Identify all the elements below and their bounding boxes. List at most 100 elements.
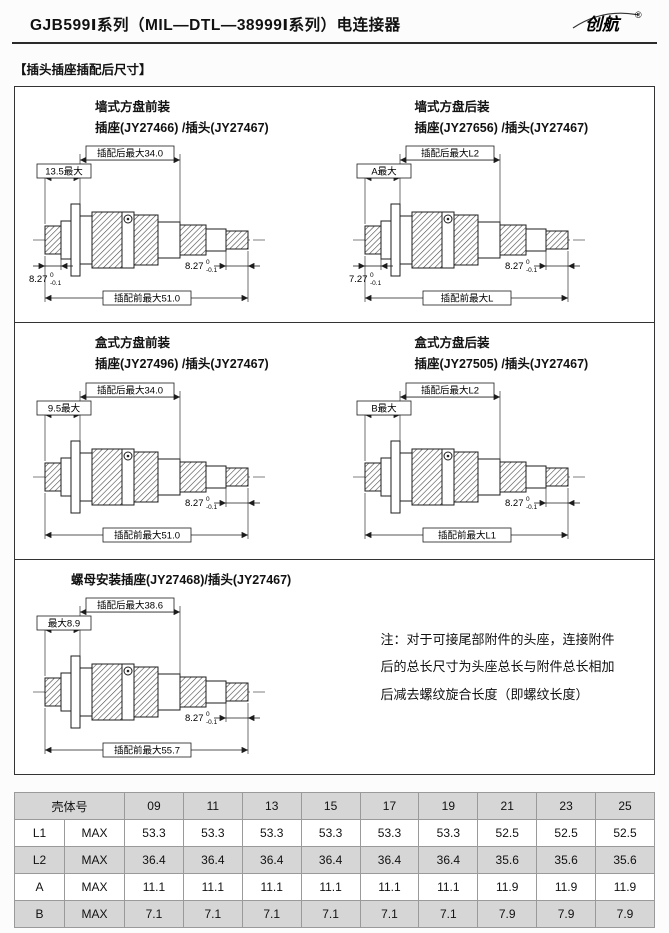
- drawing-row-1: 墙式方盘前装 插座(JY27466) /插头(JY27467): [15, 87, 655, 324]
- row-qualifier: MAX: [63, 900, 126, 929]
- shell-size: 19: [418, 792, 479, 821]
- dim-left-tol-top: 0: [370, 272, 374, 279]
- table-cell: 53.3: [124, 819, 184, 848]
- connector-body: [364, 203, 568, 277]
- connector-drawing: 插配后最大34.0 13.5最大 8.27 0 -0.1 8.27: [29, 145, 265, 306]
- dim-right: 8.27 0 -0.1: [505, 259, 580, 274]
- extension-lines: [44, 606, 249, 755]
- row-label: B: [14, 900, 65, 929]
- table-cell: 7.9: [536, 900, 597, 929]
- dim-right-value: 8.27: [185, 713, 204, 724]
- dim-right-value: 8.27: [185, 498, 204, 509]
- dim-mated-label: 插配后最大L2: [420, 148, 478, 160]
- panel-subtitle: 插座(JY27505) /插头(JY27467): [414, 356, 589, 371]
- table-cell: 53.3: [418, 819, 479, 848]
- dim-small-label: A最大: [371, 166, 397, 178]
- table-cell: 52.5: [536, 819, 597, 848]
- table-cell: 11.1: [359, 873, 420, 902]
- dim-right: 8.27 0 -0.1: [185, 711, 260, 726]
- dim-small-label: 9.5最大: [48, 402, 81, 414]
- dim-left-value: 7.27: [349, 274, 368, 285]
- table-cell: 53.3: [300, 819, 361, 848]
- dim-left-tol-top: 0: [50, 272, 54, 279]
- dim-mated-label: 插配后最大34.0: [97, 148, 163, 160]
- table-cell: 53.3: [241, 819, 302, 848]
- row-qualifier: MAX: [63, 846, 126, 875]
- section-title: 【插头插座插配后尺寸】: [14, 63, 152, 77]
- panel-title: 墙式方盘前装: [95, 100, 171, 114]
- note-text: 注：对于可接尾部附件的头座，连接附件后的总长尺寸为头座总长与附件总长相加后减去螺…: [380, 631, 615, 703]
- table-row-b: B MAX 7.1 7.1 7.1 7.1 7.1 7.1 7.9 7.9 7.…: [14, 900, 655, 929]
- header-divider: [12, 42, 657, 44]
- table-cell: 7.1: [124, 900, 184, 929]
- table-cell: 11.9: [477, 873, 538, 902]
- table-cell: 11.9: [536, 873, 597, 902]
- table-cell: 35.6: [536, 846, 597, 875]
- dim-overall-label: 插配前最大51.0: [114, 293, 180, 305]
- panel-title: 盒式方盘前装: [95, 336, 171, 351]
- shell-size: 09: [124, 792, 184, 821]
- connector-body: [364, 440, 568, 513]
- panel-subtitle: 插座(JY27656) /插头(JY27467): [414, 120, 589, 135]
- dim-left: 7.27 0 -0.1: [349, 263, 393, 287]
- dim-left-tol-bot: -0.1: [370, 280, 382, 287]
- table-cell: 36.4: [418, 846, 479, 875]
- dim-overall-label: 插配前最大L: [440, 293, 493, 305]
- table-cell: 35.6: [595, 846, 655, 875]
- shell-size: 15: [300, 792, 361, 821]
- table-row-l2: L2 MAX 36.4 36.4 36.4 36.4 36.4 36.4 35.…: [14, 846, 655, 875]
- panel-title: 墙式方盘后装: [414, 100, 490, 114]
- registered-mark: ®: [635, 10, 642, 20]
- shell-size: 21: [477, 792, 538, 821]
- dim-left: 8.27 0 -0.1: [29, 263, 73, 287]
- connector-drawing: 插配后最大38.6 最大8.9 8.27 0 -0.1 插配前最大55.7: [33, 597, 265, 758]
- table-cell: 7.1: [359, 900, 420, 929]
- table-cell: 36.4: [359, 846, 420, 875]
- dim-small-label: 13.5最大: [45, 166, 83, 178]
- dim-right-tol-bot: -0.1: [206, 504, 218, 511]
- dim-right: 8.27 0 -0.1: [505, 496, 580, 511]
- table-cell: 11.1: [124, 873, 184, 902]
- connector-drawing: 插配后最大L2 A最大 7.27 0 -0.1 8.27 0: [349, 145, 585, 306]
- panel-wall-front: 墙式方盘前装 插座(JY27466) /插头(JY27467): [15, 87, 335, 322]
- dim-right-tol-top: 0: [206, 711, 210, 718]
- dim-mated-label: 插配后最大38.6: [97, 600, 163, 612]
- connector-body: [44, 203, 249, 277]
- table-cell: 7.1: [182, 900, 243, 929]
- dim-right-value: 8.27: [505, 498, 524, 509]
- shell-size: 11: [182, 792, 243, 821]
- drawings-box: 墙式方盘前装 插座(JY27466) /插头(JY27467): [14, 86, 655, 776]
- connector-drawing: 插配后最大34.0 9.5最大 8.27 0 -0.1 插配前最大51.0: [33, 382, 265, 542]
- dim-left-value: 8.27: [29, 274, 48, 285]
- table-row-l1: L1 MAX 53.3 53.3 53.3 53.3 53.3 53.3 52.…: [14, 819, 655, 848]
- dim-overall-label: 插配前最大55.7: [114, 745, 180, 757]
- panel-title: 盒式方盘后装: [414, 336, 490, 351]
- row-qualifier: MAX: [63, 819, 126, 848]
- dim-right: 8.27 0 -0.1: [185, 496, 260, 511]
- table-cell: 36.4: [124, 846, 184, 875]
- drawing-row-3: 螺母安装插座(JY27468)/插头(JY27467): [15, 560, 654, 775]
- dim-right: 8.27 0 -0.1: [185, 259, 260, 274]
- table-cell: 11.1: [241, 873, 302, 902]
- connector-drawing: 插配后最大L2 B最大 8.27 0 -0.1 插配前最大L1: [352, 382, 585, 542]
- table-cell: 36.4: [241, 846, 302, 875]
- table-cell: 7.1: [418, 900, 479, 929]
- dim-small-label: 最大8.9: [48, 618, 80, 630]
- dim-mated-label: 插配后最大L2: [420, 384, 478, 396]
- dim-right-tol-bot: -0.1: [206, 719, 218, 726]
- table-cell: 11.1: [418, 873, 479, 902]
- panel-title: 螺母安装插座(JY27468)/插头(JY27467): [71, 572, 292, 587]
- table-cell: 7.1: [300, 900, 361, 929]
- dimension-table: 壳体号 09 11 13 15 17 19 21 23 25 L1 MAX 53…: [13, 792, 655, 929]
- dim-right-tol-top: 0: [526, 496, 530, 503]
- brand-logo: 创航 ®: [569, 6, 649, 43]
- table-header-row: 壳体号 09 11 13 15 17 19 21 23 25: [13, 792, 655, 821]
- dim-overall-label: 插配前最大L1: [437, 529, 495, 541]
- panel-wall-rear: 墙式方盘后装 插座(JY27656) /插头(JY27467): [335, 87, 655, 322]
- dim-mated-label: 插配后最大34.0: [97, 384, 163, 396]
- row-qualifier: MAX: [63, 873, 126, 902]
- dim-left-tol-bot: -0.1: [50, 280, 62, 287]
- dim-overall-label: 插配前最大51.0: [114, 529, 180, 541]
- panel-subtitle: 插座(JY27496) /插头(JY27467): [95, 356, 269, 371]
- shell-size: 13: [241, 792, 302, 821]
